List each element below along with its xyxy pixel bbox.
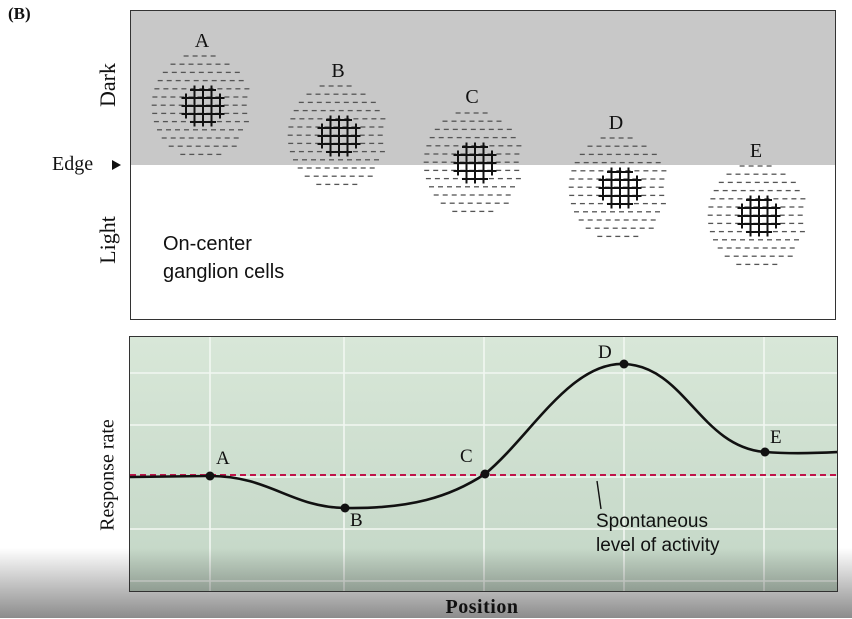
receptive-field-c bbox=[423, 112, 522, 213]
light-label: Light bbox=[95, 216, 120, 264]
response-curve bbox=[130, 362, 837, 510]
annotation-line-2: level of activity bbox=[596, 535, 720, 556]
annotation-leader-line bbox=[596, 480, 602, 510]
y-axis-label: Response rate bbox=[96, 419, 119, 531]
cell-label-d: D bbox=[608, 112, 624, 134]
cell-label-e: E bbox=[749, 140, 763, 162]
caption-line-1: On-center bbox=[163, 233, 252, 255]
x-axis-label: Position bbox=[445, 596, 519, 618]
dark-region bbox=[131, 11, 835, 165]
cell-label-c: C bbox=[465, 86, 479, 108]
point-label-b: B bbox=[350, 510, 363, 531]
edge-arrow-icon bbox=[112, 160, 121, 170]
response-point-d bbox=[619, 359, 629, 369]
caption-line-2: ganglion cells bbox=[163, 261, 285, 283]
receptive-field-d bbox=[568, 137, 667, 238]
cell-type-caption: On-center ganglion cells bbox=[163, 230, 284, 286]
response-point-e bbox=[760, 447, 770, 457]
receptive-field-b bbox=[287, 85, 386, 186]
annotation-line-1: Spontaneous bbox=[596, 511, 708, 532]
receptive-field-panel bbox=[130, 10, 836, 320]
point-label-e: E bbox=[770, 427, 782, 448]
receptive-field-a bbox=[151, 55, 250, 156]
cell-label-b: B bbox=[331, 60, 345, 82]
response-plot bbox=[130, 337, 837, 591]
response-point-a bbox=[205, 471, 215, 481]
response-points bbox=[205, 359, 770, 513]
response-plot-panel bbox=[129, 336, 838, 592]
response-point-b bbox=[340, 503, 350, 513]
plot-grid bbox=[130, 337, 837, 591]
receptive-fields-layer bbox=[151, 55, 806, 266]
cell-label-a: A bbox=[194, 30, 210, 52]
spontaneous-annotation: Spontaneous level of activity bbox=[596, 510, 720, 558]
edge-label: Edge bbox=[52, 153, 94, 175]
point-label-c: C bbox=[460, 446, 473, 467]
receptive-field-e bbox=[707, 165, 806, 266]
dark-label: Dark bbox=[95, 63, 120, 107]
point-label-d: D bbox=[598, 342, 612, 363]
response-point-c bbox=[480, 469, 490, 479]
point-label-a: A bbox=[216, 448, 230, 469]
panel-label: (B) bbox=[8, 4, 31, 23]
